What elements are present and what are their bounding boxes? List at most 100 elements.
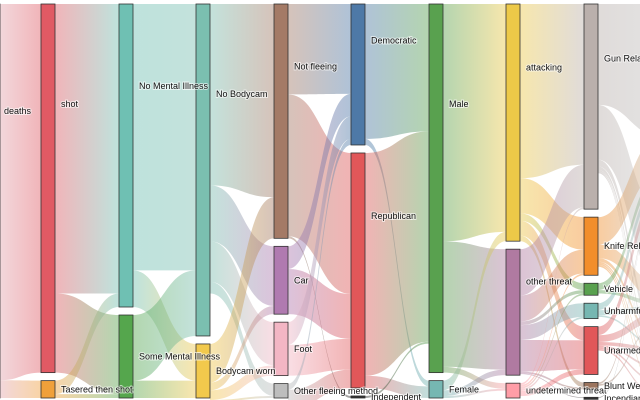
node-label-no_mi: No Mental Illness xyxy=(139,81,209,91)
node-republican xyxy=(350,152,366,389)
link-attacking-to-vehicle xyxy=(520,213,584,291)
node-vehicle xyxy=(583,282,599,296)
link-democratic-to-male xyxy=(365,4,429,139)
link-tasered-to-no_mi xyxy=(55,293,119,395)
node-not_fleeing xyxy=(273,3,289,239)
node-some_mi xyxy=(118,314,134,399)
link-no_bodycam-to-car xyxy=(210,185,274,306)
node-label-vehicle: Vehicle xyxy=(604,284,633,294)
node-independent xyxy=(350,395,366,399)
node-knife xyxy=(583,216,599,276)
link-no_bodycam-to-other_flee xyxy=(210,281,274,396)
node-blunt xyxy=(583,382,599,390)
link-car-to-democratic xyxy=(288,93,351,269)
link-unarmed-to-black xyxy=(598,317,640,342)
link-some_mi-to-bodycam xyxy=(133,380,196,398)
link-undetermined-to-unharmful xyxy=(520,316,584,391)
link-female-to-undetermined xyxy=(443,388,506,398)
node-label-tasered: Tasered then shot xyxy=(61,384,133,394)
node-label-other_flee: Other fleeing method xyxy=(294,386,378,396)
node-label-undetermined: undetermined threat xyxy=(526,386,607,396)
node-label-deaths: deaths xyxy=(4,106,32,116)
link-unarmed-to-hispanic xyxy=(598,341,640,351)
link-other_threat-to-incendiary xyxy=(520,373,584,398)
node-car xyxy=(273,245,289,315)
link-other_threat-to-vehicle xyxy=(520,290,584,326)
node-bodycam xyxy=(195,343,211,399)
node-label-democratic: Democratic xyxy=(371,35,417,45)
link-bodycam-to-other_flee xyxy=(210,395,274,400)
link-republican-to-female xyxy=(365,375,429,398)
node-label-unarmed: Unarmed/Unidentified xyxy=(604,346,640,356)
link-other_flee-to-republican xyxy=(288,369,351,400)
node-no_bodycam xyxy=(195,3,211,337)
node-label-bodycam: Bodycam worn xyxy=(216,366,276,376)
link-no_mi-to-no_bodycam xyxy=(133,4,196,271)
link-female-to-attacking xyxy=(443,231,506,391)
link-shot-to-no_mi xyxy=(55,4,119,294)
link-knife-to-black xyxy=(598,244,640,292)
node-foot xyxy=(273,321,289,377)
link-republican-to-male xyxy=(365,131,429,376)
link-car-to-republican xyxy=(288,268,351,339)
node-undetermined xyxy=(505,382,521,399)
nodes-layer xyxy=(0,3,599,400)
link-tasered-to-some_mi xyxy=(55,394,119,398)
link-deaths-to-tasered xyxy=(0,380,41,398)
link-other_threat-to-unarmed xyxy=(520,339,584,372)
node-label-not_fleeing: Not fleeing xyxy=(294,62,337,72)
node-attacking xyxy=(505,3,521,242)
link-foot-to-republican xyxy=(288,338,351,376)
links-layer xyxy=(0,3,640,400)
link-gun-to-white xyxy=(598,3,640,130)
link-deaths-to-shot xyxy=(0,4,41,381)
link-vehicle-to-black xyxy=(598,290,640,303)
node-label-incendiary: Incendiary xyxy=(604,393,640,400)
node-label-blunt: Blunt Weapons xyxy=(604,381,640,391)
link-other_threat-to-knife xyxy=(520,249,584,322)
node-label-gun: Gun Related xyxy=(604,53,640,63)
node-label-female: Female xyxy=(449,384,479,394)
node-label-male: Male xyxy=(449,99,469,109)
link-bodycam-to-not_fleeing xyxy=(210,197,274,383)
node-label-attacking: attacking xyxy=(526,62,562,72)
node-other_flee xyxy=(273,383,289,399)
node-gun xyxy=(583,3,599,210)
node-shot xyxy=(40,3,56,374)
node-tasered xyxy=(40,380,56,399)
link-not_fleeing-to-democratic xyxy=(288,4,351,95)
link-bodycam-to-foot xyxy=(210,365,274,400)
link-attacking-to-gun xyxy=(520,4,584,179)
link-foot-to-democratic xyxy=(288,116,351,345)
link-unharmful-to-black xyxy=(598,306,640,316)
link-male-to-other_threat xyxy=(443,241,506,370)
node-male xyxy=(428,3,444,374)
node-unharmful xyxy=(583,302,599,320)
node-label-some_mi: Some Mental Illness xyxy=(139,352,221,362)
node-female xyxy=(428,380,444,399)
link-other_flee-to-democratic xyxy=(288,138,351,390)
node-label-unharmful: Unharmful xyxy=(604,306,640,316)
node-no_mi xyxy=(118,3,134,308)
link-no_bodycam-to-not_fleeing xyxy=(210,4,274,198)
link-attacking-to-blunt xyxy=(520,235,584,388)
node-label-no_bodycam: No Bodycam xyxy=(216,89,268,99)
link-not_fleeing-to-republican xyxy=(288,94,351,294)
node-label-foot: Foot xyxy=(294,344,313,354)
link-male-to-attacking xyxy=(443,4,506,242)
node-label-republican: Republican xyxy=(371,211,416,221)
link-other_threat-to-unharmful xyxy=(520,303,584,340)
link-other_threat-to-gun xyxy=(520,164,584,296)
link-some_mi-to-no_bodycam xyxy=(133,270,196,381)
node-unarmed xyxy=(583,326,599,375)
node-label-car: Car xyxy=(294,275,309,285)
link-undetermined-to-gun xyxy=(520,207,584,386)
link-female-to-other_threat xyxy=(443,369,506,397)
link-undetermined-to-vehicle xyxy=(520,293,584,389)
link-independent-to-male xyxy=(365,341,429,398)
node-label-knife: Knife Related xyxy=(604,241,640,251)
node-democratic xyxy=(350,3,366,146)
link-undetermined-to-knife xyxy=(520,273,584,387)
